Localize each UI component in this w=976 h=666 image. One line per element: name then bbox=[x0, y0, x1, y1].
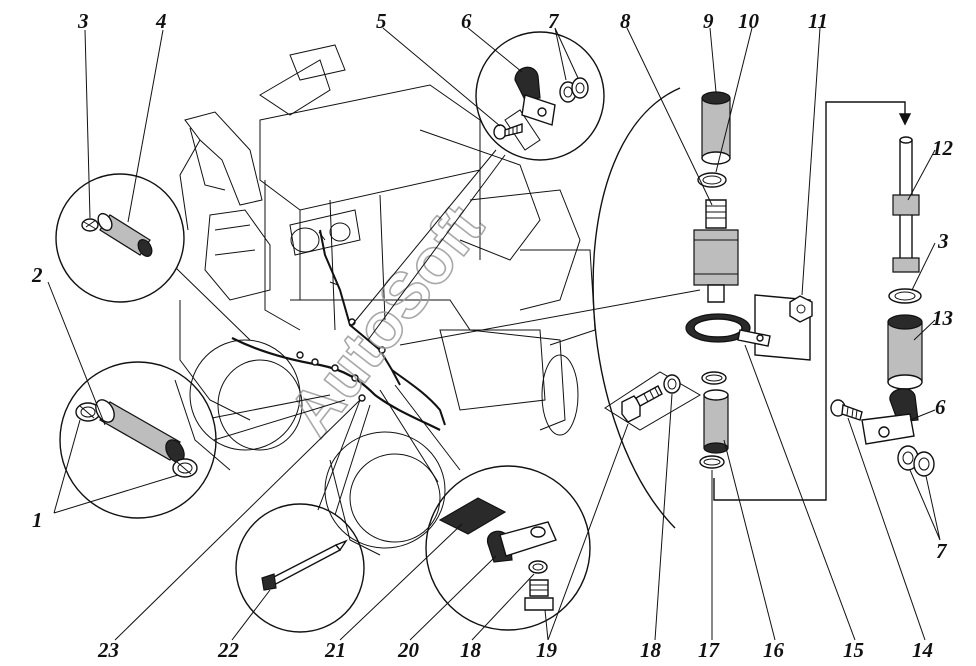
bolt-plate-assembly bbox=[604, 371, 701, 431]
callout-14: 14 bbox=[912, 638, 933, 662]
callout-10: 10 bbox=[738, 9, 760, 33]
callout-6-top: 6 bbox=[461, 9, 472, 33]
detail-circle-hose-clamp bbox=[55, 173, 251, 341]
nut-11 bbox=[789, 295, 813, 323]
clamp-1a bbox=[75, 402, 101, 422]
callout-13: 13 bbox=[932, 306, 953, 330]
clamp-1b bbox=[172, 458, 198, 478]
callout-1: 1 bbox=[32, 508, 43, 532]
clip-6 bbox=[514, 66, 556, 126]
hose-13 bbox=[887, 314, 923, 390]
hose-16 bbox=[703, 389, 729, 454]
screw-5 bbox=[493, 123, 523, 140]
callout-21: 21 bbox=[324, 638, 346, 662]
washers-7-right bbox=[897, 445, 935, 477]
tube-12 bbox=[892, 136, 920, 273]
callout-3-top: 3 bbox=[77, 9, 89, 33]
callout-18-mid: 18 bbox=[640, 638, 662, 662]
leader-lines bbox=[47, 27, 941, 641]
detail-circle-cable-tie bbox=[235, 399, 371, 633]
pad-21 bbox=[438, 497, 507, 535]
callout-labels: 3 4 5 6 7 8 9 10 11 12 3 13 6 7 2 1 23 2… bbox=[31, 9, 954, 662]
clamp-3 bbox=[81, 218, 99, 232]
callout-22: 22 bbox=[217, 638, 240, 662]
clamp-10 bbox=[697, 172, 727, 188]
routing-arrow bbox=[713, 101, 906, 501]
callout-17: 17 bbox=[698, 638, 721, 662]
fitting-8 bbox=[693, 199, 739, 303]
hose-9 bbox=[701, 91, 731, 165]
callout-19: 19 bbox=[536, 638, 558, 662]
hose-4 bbox=[97, 212, 153, 257]
callout-6-right: 6 bbox=[935, 395, 946, 419]
callout-5: 5 bbox=[376, 9, 387, 33]
callout-9: 9 bbox=[703, 9, 714, 33]
detail-circle-hose-assembly bbox=[59, 361, 346, 519]
callout-7-right: 7 bbox=[936, 539, 948, 563]
clip-20 bbox=[486, 521, 557, 563]
detail-circle-clip-mount bbox=[351, 31, 605, 341]
clamp-3-right bbox=[888, 288, 922, 304]
clamp-17-bottom bbox=[699, 455, 725, 469]
washer-18-bottom bbox=[528, 560, 548, 574]
clip-6-right bbox=[861, 388, 919, 445]
callout-23: 23 bbox=[97, 638, 119, 662]
screw-14 bbox=[830, 399, 863, 421]
callout-16: 16 bbox=[763, 638, 785, 662]
bolt-19-bottom bbox=[524, 579, 554, 611]
callout-3-right: 3 bbox=[937, 229, 949, 253]
callout-7-top: 7 bbox=[548, 9, 560, 33]
cable-tie-22 bbox=[261, 539, 348, 591]
callout-20: 20 bbox=[397, 638, 420, 662]
detail-circle-clip-plate bbox=[379, 384, 591, 631]
hose-2 bbox=[95, 399, 185, 463]
callout-15: 15 bbox=[843, 638, 864, 662]
callout-8: 8 bbox=[620, 9, 631, 33]
callout-2: 2 bbox=[31, 263, 43, 287]
callout-18-bottom: 18 bbox=[460, 638, 482, 662]
clamp-17-top bbox=[701, 371, 727, 385]
washers-7 bbox=[559, 77, 589, 103]
callout-12: 12 bbox=[932, 136, 954, 160]
callout-11: 11 bbox=[808, 9, 828, 33]
detail-arc-right bbox=[592, 87, 681, 529]
callout-4: 4 bbox=[155, 9, 167, 33]
